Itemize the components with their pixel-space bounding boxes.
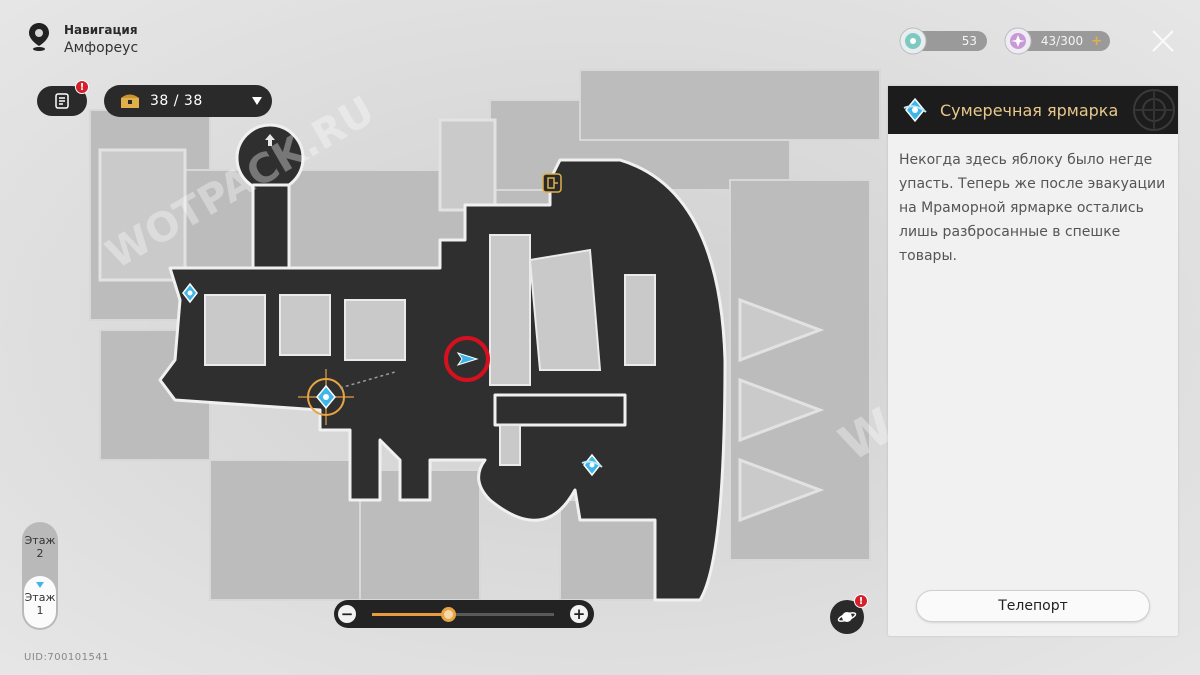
floor-1-label-group: Этаж 1 bbox=[22, 578, 58, 617]
clipboard-icon bbox=[55, 93, 69, 109]
space-anchor-icon bbox=[581, 453, 603, 477]
player-uid: UID:700101541 bbox=[24, 652, 110, 663]
panel-title: Сумеречная ярмарка bbox=[940, 100, 1119, 120]
space-anchor-icon bbox=[903, 97, 927, 123]
notification-badge: ! bbox=[75, 80, 89, 94]
zoom-fill bbox=[372, 613, 448, 616]
mission-log-button[interactable]: ! bbox=[37, 80, 89, 116]
dropdown-arrow-icon bbox=[252, 97, 262, 105]
zoom-track[interactable] bbox=[372, 607, 554, 622]
close-icon[interactable] bbox=[1150, 28, 1176, 54]
location-name: Амфореус bbox=[64, 40, 139, 56]
location-pin-icon bbox=[29, 23, 49, 51]
teleport-button[interactable]: Телепорт bbox=[916, 590, 1150, 622]
add-power-button[interactable]: + bbox=[1091, 33, 1102, 49]
floor-selector: Этаж 2 Этаж 1 bbox=[22, 522, 58, 630]
stellar-jade-counter[interactable]: 53 bbox=[899, 27, 987, 55]
chest-count: 38 / 38 bbox=[150, 93, 203, 109]
exit-door-icon bbox=[542, 173, 562, 193]
zoom-handle[interactable] bbox=[441, 607, 456, 622]
zoom-in-button[interactable]: + bbox=[570, 605, 588, 623]
panel-description: Некогда здесь яблоку было негде упасть. … bbox=[899, 152, 1166, 264]
trailblaze-power-value: 43/300 bbox=[1040, 34, 1084, 48]
panel-header: Сумеречная ярмарка bbox=[888, 86, 1178, 134]
current-floor-arrow-icon bbox=[36, 582, 44, 588]
trailblaze-power-counter[interactable]: 43/300 + bbox=[1004, 27, 1110, 55]
elevator-arrow-icon bbox=[265, 134, 275, 146]
navigation-title: Навигация bbox=[64, 23, 138, 37]
treasure-chest-icon bbox=[121, 94, 139, 108]
floor-2-button[interactable]: Этаж 2 bbox=[22, 534, 58, 560]
stellar-jade-value: 53 bbox=[961, 34, 977, 48]
floor-number: 2 bbox=[36, 547, 44, 560]
planet-icon bbox=[837, 612, 857, 622]
space-anchor-icon bbox=[182, 282, 198, 304]
zoom-out-button[interactable]: − bbox=[338, 605, 356, 623]
trailblaze-power-icon bbox=[1004, 27, 1032, 55]
location-info-panel: Сумеречная ярмарка Некогда здесь яблоку … bbox=[888, 86, 1178, 636]
selected-space-anchor-icon bbox=[298, 369, 354, 425]
emblem-decoration-icon bbox=[1133, 89, 1175, 131]
floor-label: Этаж bbox=[24, 591, 56, 604]
navigation-header: Навигация Амфореус bbox=[28, 22, 138, 58]
stellar-jade-icon bbox=[899, 27, 927, 55]
floor-label: Этаж bbox=[24, 534, 56, 547]
inner-rooms bbox=[204, 234, 656, 466]
player-location-marker bbox=[444, 336, 490, 382]
notification-badge: ! bbox=[854, 594, 868, 608]
treasure-chest-filter[interactable]: 38 / 38 bbox=[104, 85, 272, 117]
zoom-slider: − + bbox=[334, 600, 594, 628]
star-chart-button[interactable]: ! bbox=[830, 594, 868, 634]
floor-number: 1 bbox=[36, 604, 44, 617]
